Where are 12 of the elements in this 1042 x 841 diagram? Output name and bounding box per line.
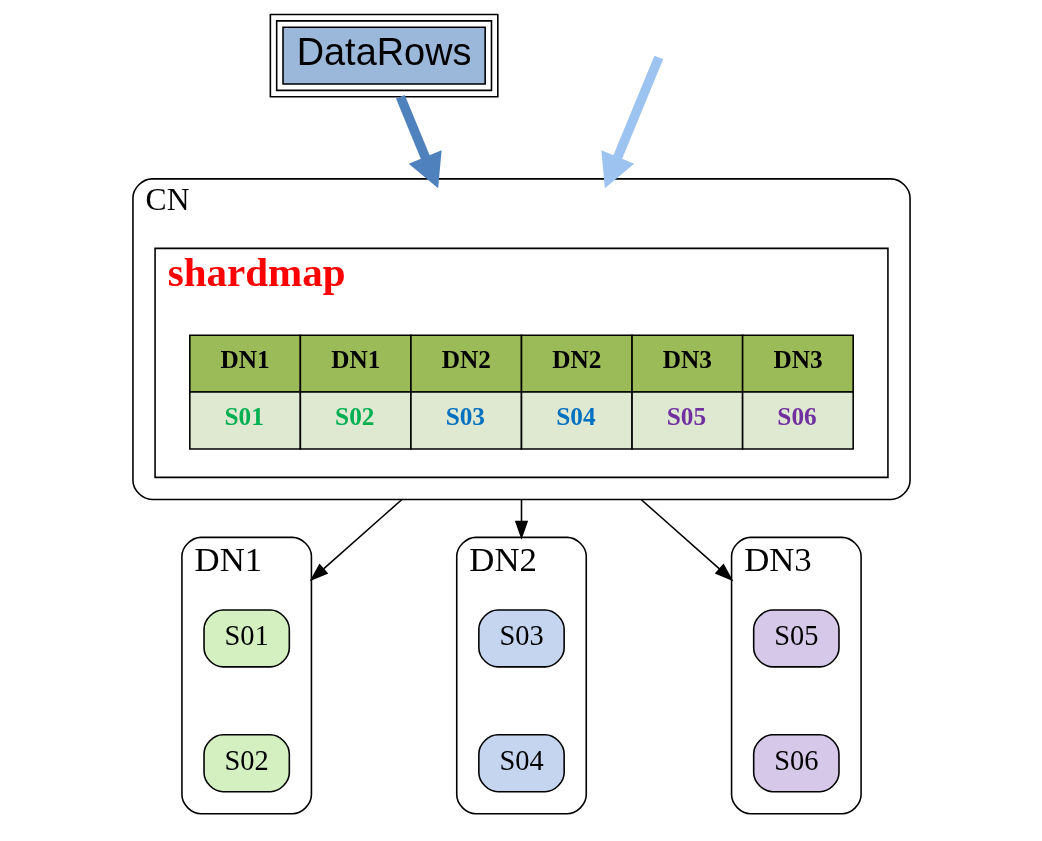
arrow [309, 498, 403, 582]
node-box: S06 [752, 734, 840, 793]
node-box: S03 [477, 609, 565, 668]
node-box: S04 [477, 734, 565, 793]
node-box: S02 [202, 734, 290, 793]
arrow [395, 94, 442, 189]
arrow [514, 498, 528, 540]
arrow [639, 498, 733, 582]
node-box: S05 [752, 609, 840, 668]
arrow [600, 55, 663, 189]
node-box: DataRows [269, 13, 499, 98]
node-box: S01 [202, 609, 290, 668]
